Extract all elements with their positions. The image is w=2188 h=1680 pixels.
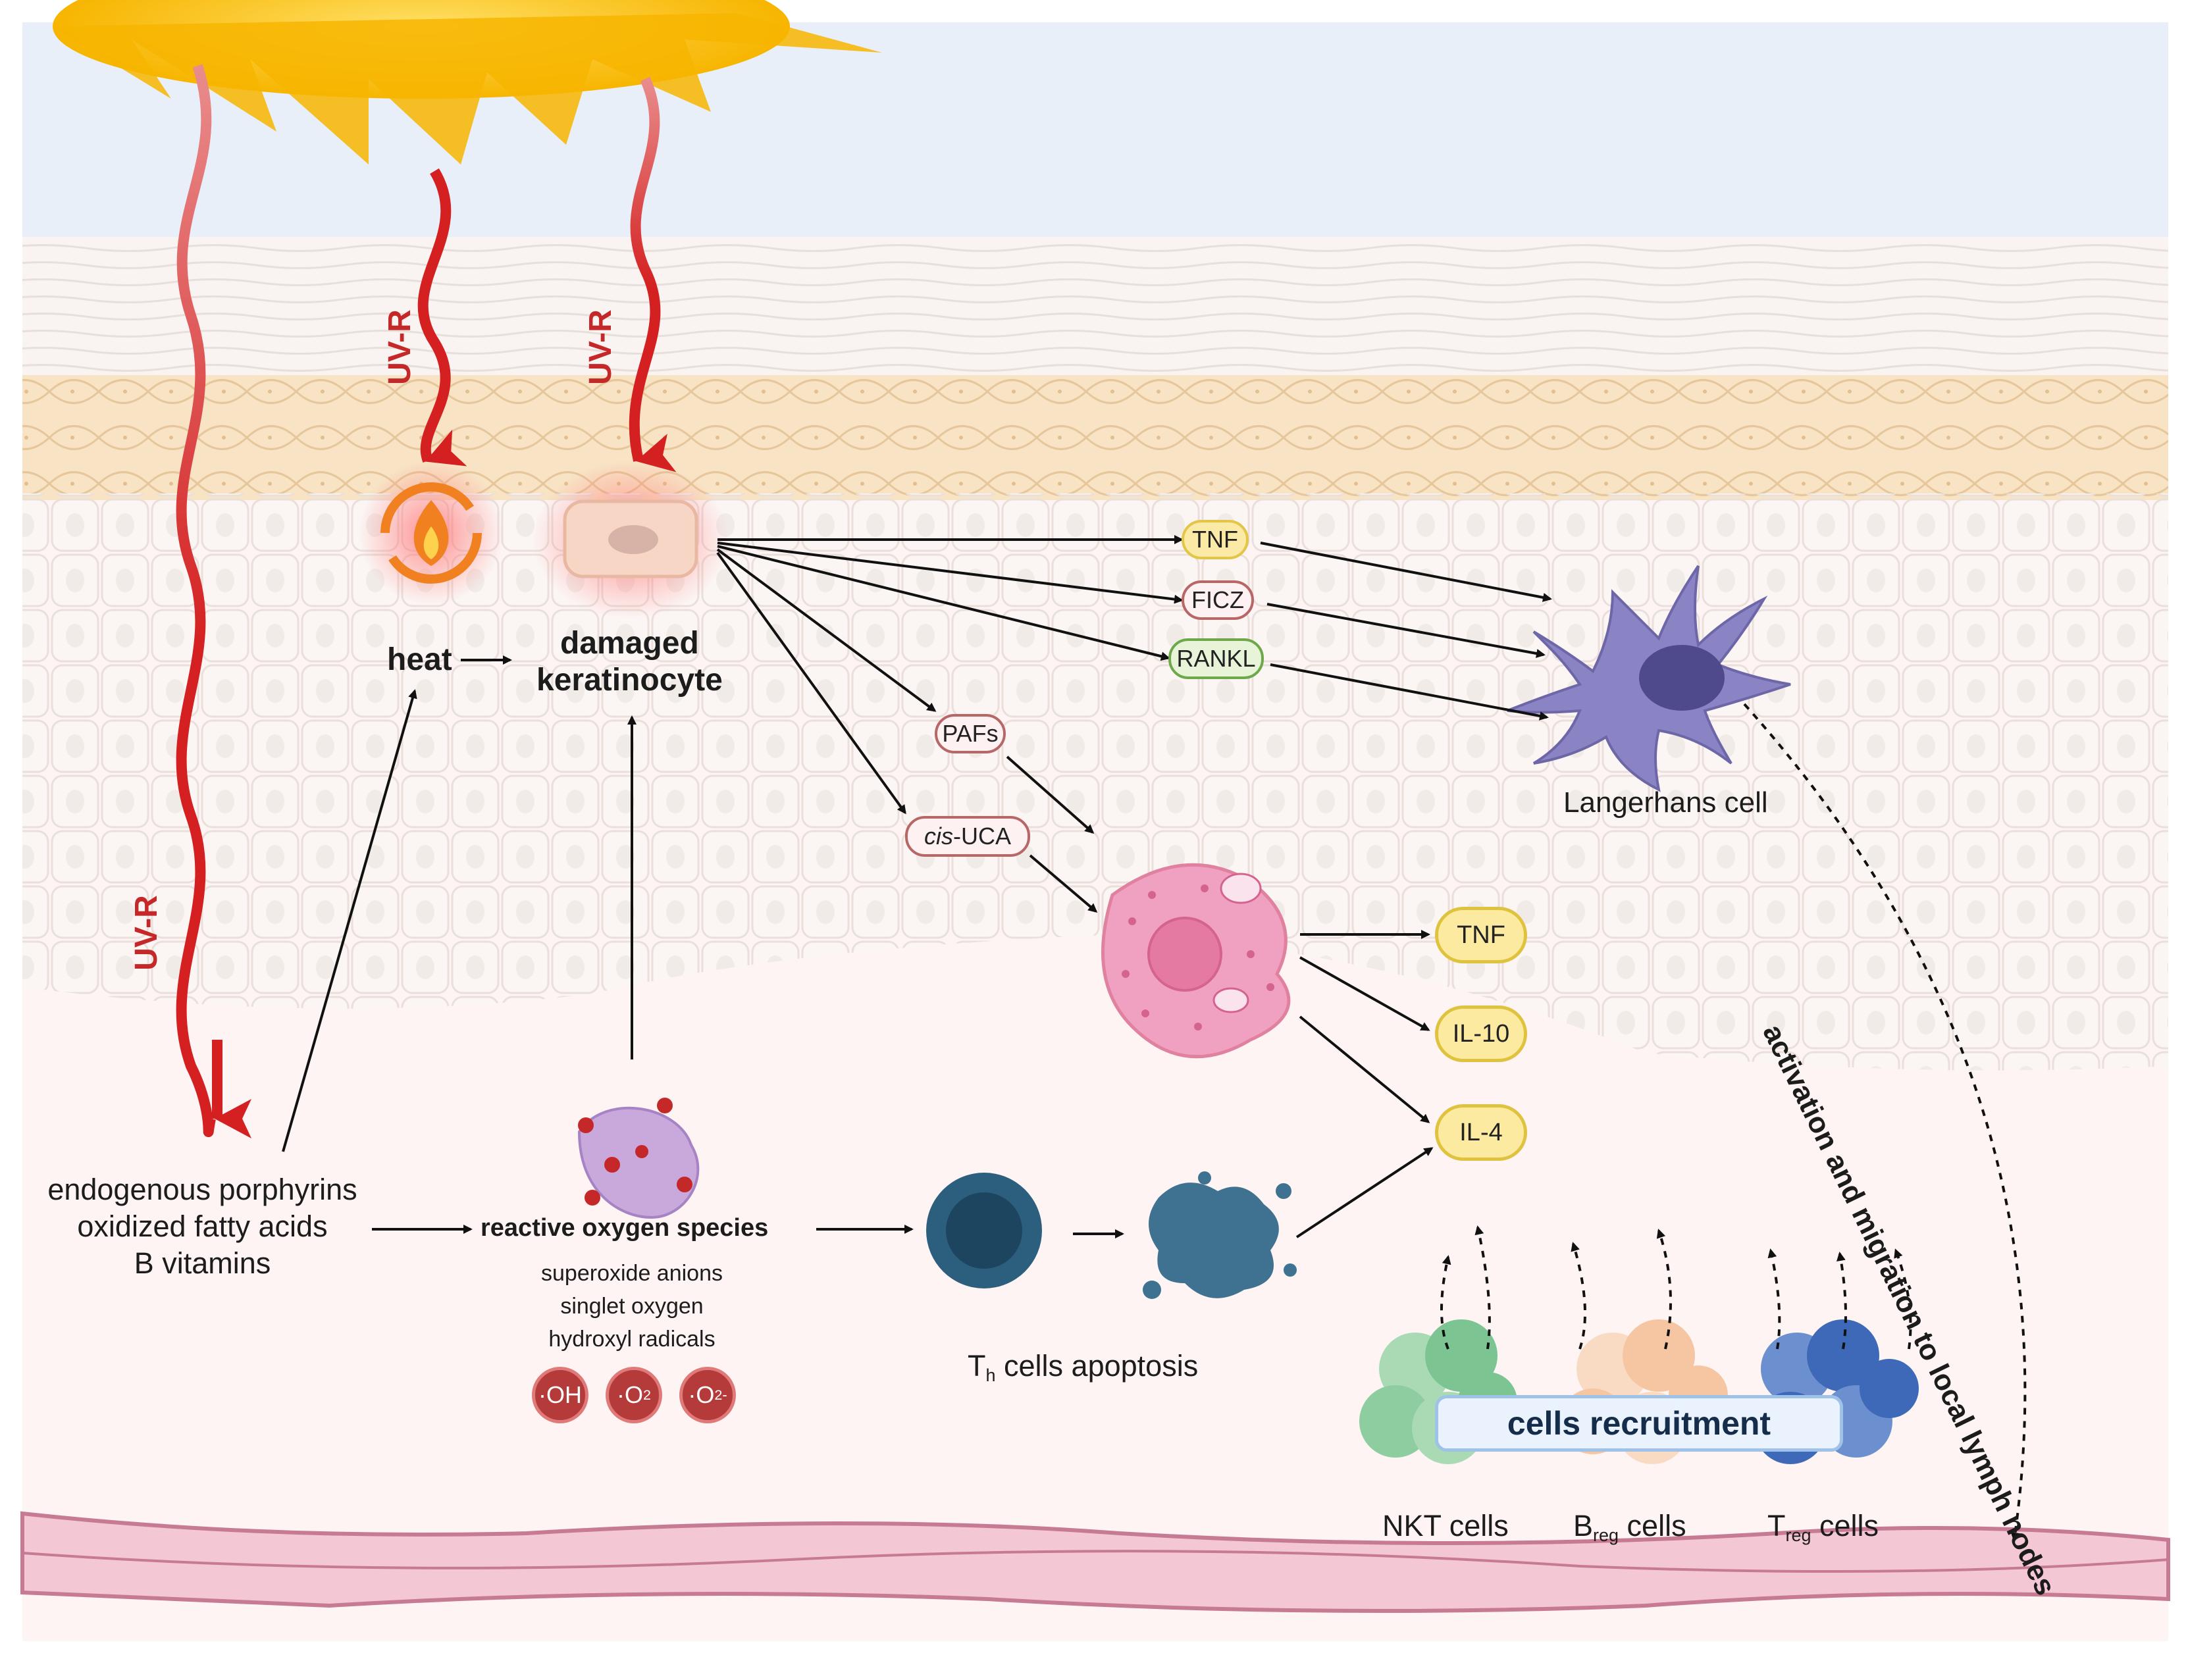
damaged-keratinocyte-label: damaged keratinocyte [536, 625, 723, 699]
sun-icon [53, 0, 882, 165]
rankl-pill: RANKL [1168, 638, 1264, 679]
tnf-pill-mast: TNF [1435, 907, 1527, 963]
uv-ray-right [629, 76, 677, 472]
breg-label: Breg cells [1573, 1509, 1686, 1546]
th-cell [926, 1173, 1042, 1288]
apoptotic-th-cell [1143, 1171, 1297, 1299]
source-b-vitamins: B vitamins [134, 1246, 271, 1280]
uvr-label-left: UV-R [128, 895, 164, 971]
damaged-label-line2: keratinocyte [536, 663, 723, 698]
cis-uca-pill: cis-UCA [905, 816, 1030, 857]
source-fatty-acids: oxidized fatty acids [77, 1209, 328, 1243]
uv-ray-mid [417, 168, 467, 467]
uv-ray-left [176, 64, 216, 1137]
ros-types: superoxide anions singlet oxygen hydroxy… [500, 1257, 764, 1356]
il10-pill: IL-10 [1435, 1005, 1527, 1062]
ros-title: reactive oxygen species [481, 1214, 769, 1242]
treg-label: Treg cells [1767, 1509, 1879, 1546]
heat-label: heat [387, 642, 452, 677]
il4-pill: IL-4 [1435, 1104, 1527, 1161]
ros-superoxide: superoxide anions [541, 1261, 723, 1286]
tnf-pill-top: TNF [1182, 520, 1249, 559]
ros-cluster-icon [577, 1098, 700, 1219]
uvr-label-right: UV-R [583, 309, 618, 385]
uvr-label-mid: UV-R [382, 309, 417, 385]
ros-singlet-oxygen: singlet oxygen [560, 1294, 704, 1319]
pathway-arrows [282, 535, 1552, 1238]
langerhans-label: Langerhans cell [1563, 786, 1768, 819]
ros-hydroxyl: hydroxyl radicals [548, 1327, 716, 1352]
cells-recruitment-box: cells recruitment [1435, 1395, 1843, 1452]
damaged-keratinocyte-cell [532, 461, 729, 619]
damaged-label-line1: damaged [560, 626, 699, 661]
ficz-pill: FICZ [1182, 580, 1254, 620]
ros-sources-label: endogenous porphyrins oxidized fatty aci… [33, 1171, 372, 1282]
th-apoptosis-label: Th cells apoptosis [968, 1349, 1199, 1386]
blood-vessel [20, 1511, 2170, 1613]
mast-cell [1101, 863, 1291, 1059]
source-porphyrins: endogenous porphyrins [47, 1173, 357, 1206]
radical-oh-icon: ·OH [532, 1367, 588, 1423]
dashed-arrows [1440, 703, 2027, 1542]
pafs-pill: PAFs [935, 714, 1006, 753]
migration-arrow [1743, 703, 2027, 1542]
langerhans-cell [1507, 565, 1791, 792]
heat-icon [359, 461, 504, 605]
nkt-label: NKT cells [1382, 1509, 1509, 1542]
